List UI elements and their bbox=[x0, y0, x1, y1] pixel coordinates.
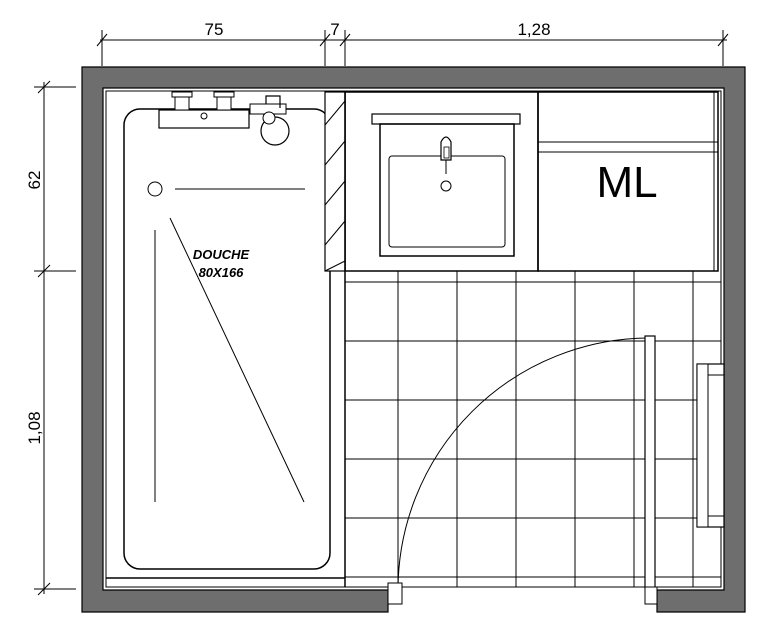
left-dimension-line bbox=[34, 80, 76, 596]
towel-radiator bbox=[696, 363, 725, 528]
shower-area bbox=[106, 92, 346, 587]
inner-wall-line bbox=[105, 90, 722, 588]
drain-icon bbox=[147, 181, 163, 197]
shower-size-label: 80X166 bbox=[199, 265, 245, 280]
sink-faucet-icon bbox=[440, 136, 452, 192]
washing-machine-label: ML bbox=[596, 158, 657, 207]
dimension-1-28: 1,28 bbox=[517, 20, 550, 39]
shower-label: DOUCHE bbox=[193, 247, 250, 262]
top-dimension-line bbox=[96, 30, 729, 66]
shower-mixer-icon bbox=[158, 91, 290, 146]
floor-tiles bbox=[345, 271, 721, 587]
door bbox=[387, 335, 658, 605]
partition-wall bbox=[324, 91, 346, 272]
door-leaf bbox=[644, 335, 656, 589]
sink-basin bbox=[388, 155, 506, 248]
dimension-62: 62 bbox=[25, 171, 44, 190]
dimension-1-08: 1,08 bbox=[25, 411, 44, 444]
dimension-75: 75 bbox=[205, 20, 224, 39]
dimension-7: 7 bbox=[330, 20, 339, 39]
door-swing-arc bbox=[397, 337, 651, 591]
outer-wall bbox=[81, 66, 746, 613]
vanity-cabinet bbox=[344, 91, 539, 272]
walls bbox=[81, 66, 746, 613]
washing-machine bbox=[537, 91, 719, 272]
